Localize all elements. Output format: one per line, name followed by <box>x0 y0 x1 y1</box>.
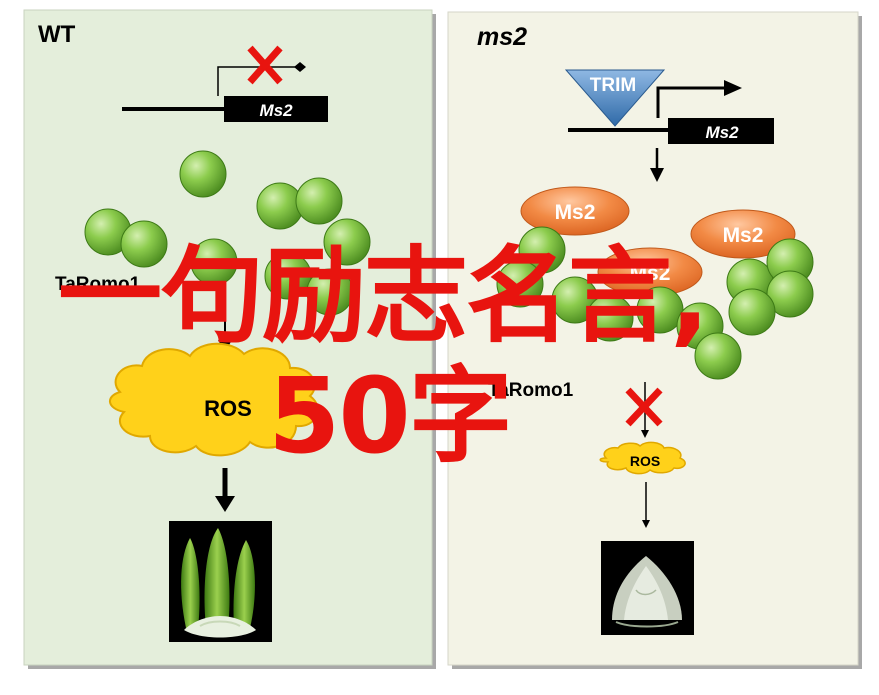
wt-gene-construct: Ms2 <box>122 45 328 122</box>
trim-label: TRIM <box>590 75 636 96</box>
ms2-gene-label: Ms2 <box>705 123 739 142</box>
wt-gene-label: Ms2 <box>259 101 293 120</box>
wt-taromo1-beads <box>84 150 371 316</box>
ms2-protein-label: Ms2 <box>630 262 671 285</box>
ms2-taromo1-label: TaRomo1 <box>488 380 574 401</box>
ms2-protein-ellipses: Ms2 Ms2 Ms2 <box>520 186 796 297</box>
wt-title: WT <box>38 21 76 48</box>
cross-icon <box>625 387 663 427</box>
ms2-ros-label: ROS <box>630 453 660 469</box>
ms2-ros-cloud: ROS <box>599 441 686 475</box>
ms2-taromo1-beads <box>496 226 814 380</box>
cross-icon <box>247 45 283 85</box>
trim-insertion: TRIM <box>564 69 666 127</box>
wt-anther-image <box>169 521 272 642</box>
ms2-protein-label: Ms2 <box>723 224 764 247</box>
wt-panel: WT Ms2 TaRomo1 <box>23 9 436 669</box>
wt-ros-label: ROS <box>204 396 252 421</box>
ms2-protein-label: Ms2 <box>555 201 596 224</box>
wt-ros-cloud: ROS <box>109 342 319 457</box>
ms2-anther-image <box>601 541 694 635</box>
ms2-title: ms2 <box>477 23 527 51</box>
promoter-end-diamond <box>294 62 306 72</box>
ms2-panel: ms2 Ms2 TRIM Ms2 Ms2 Ms2 <box>447 11 862 669</box>
ms2-gene-construct: Ms2 TRIM <box>564 69 774 144</box>
wt-taromo1-label: TaRomo1 <box>55 274 141 295</box>
